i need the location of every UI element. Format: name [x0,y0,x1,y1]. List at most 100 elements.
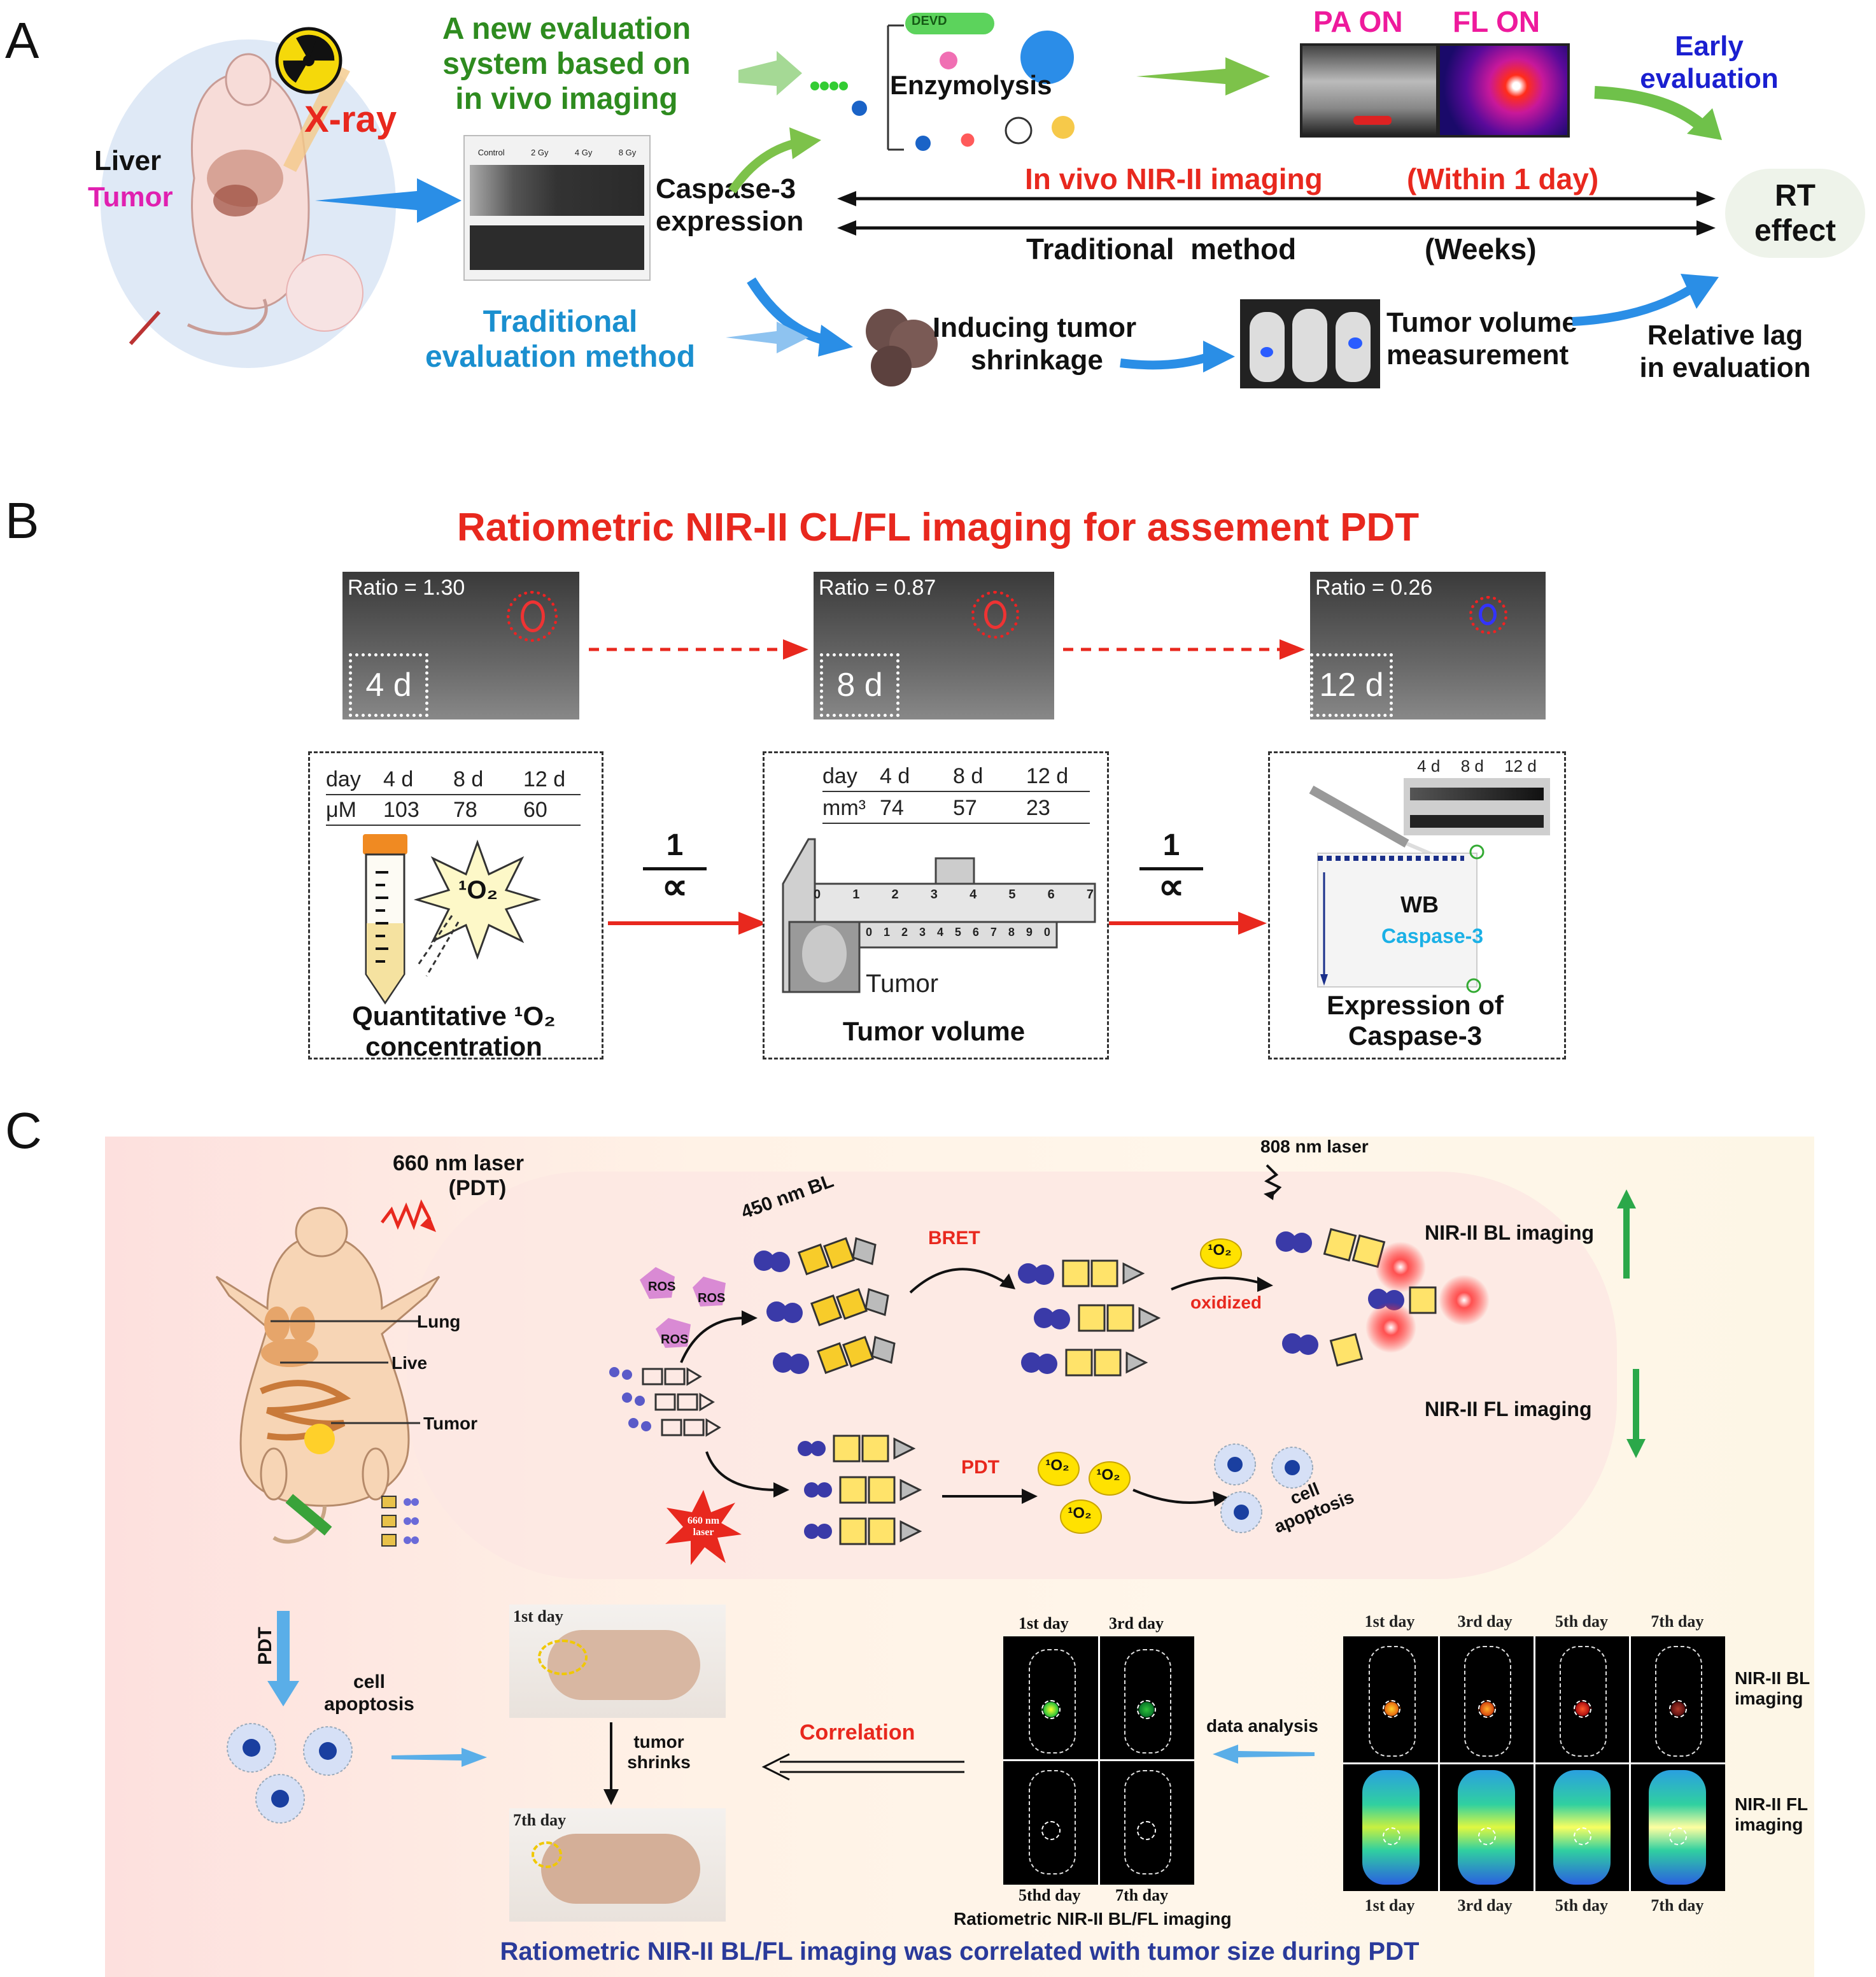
tumor-c-label: Tumor [423,1414,478,1433]
caliper-bottom-0: 0 [866,926,873,939]
nir-imaging-label: In vivo NIR-II imaging [1025,162,1323,195]
pa-image [1300,43,1439,138]
fl-image [1437,43,1570,138]
mid-table-row: mm³ 74 57 23 [822,796,1090,821]
left-table-c2: 78 [453,798,477,822]
mid-table-c3: 23 [1026,796,1050,820]
o2-bubble-oxidize [1200,1238,1242,1269]
probe-molecules-small [381,1496,419,1547]
laser-808-label: 808 nm laser [1260,1137,1369,1156]
left-table-h3: 12 d [523,767,566,791]
big-imaging-grid [1343,1636,1725,1891]
caliper-tumor-label: Tumor [866,970,939,998]
big-grid-top-labels: 1st day 3rd day 5th day 7th day [1343,1612,1725,1631]
nir-fl-imaging-label: NIR-II FL imaging [1425,1398,1592,1421]
ratio-image-day4: Ratio = 1.30 4 d [342,572,579,719]
wb-mini-blot [1404,778,1550,835]
pdt-vertical-label: PDT [255,1627,276,1665]
caliper-top-1: 1 [852,888,860,902]
traditional-evaluation-label: Traditional evaluation method [407,304,713,374]
o2-bubble-2 [1089,1461,1131,1496]
wb-caspase-label: Caspase-3 [1381,925,1484,947]
mid-table-h2: 8 d [953,764,984,788]
caliper-bottom-1: 1 [883,926,890,939]
arrow-tumor-shrinks [603,1722,619,1805]
mechanism-cloud [407,1172,1617,1579]
ratio-label-day12: Ratio = 0.26 [1315,576,1433,600]
pipette-gel-illustration [1309,785,1485,993]
left-table-h0: day [326,767,361,791]
wb-label: WB [1400,891,1439,918]
arrow-bl-to-bret [909,1268,1015,1294]
rt-effect-label: RT effect [1725,178,1865,248]
weeks-label: (Weeks) [1425,232,1537,266]
caliper-top-3: 3 [930,888,938,902]
big-grid-bottom-3: 5th day [1555,1896,1608,1915]
pa-on-label: PA ON [1313,5,1403,38]
tumor-volume-label: Tumor volume measurement [1386,307,1577,371]
right-caption-line-1: Expression of [1327,990,1504,1020]
o2-label-3: ¹O₂ [1068,1505,1092,1522]
apoptotic-cells-bottom [227,1723,353,1824]
inducing-line-1: Inducing tumor [933,312,1137,343]
traditional-method-label: Traditional method [1026,232,1297,266]
mouse-photo-day1-label: 1st day [513,1607,563,1626]
panel-letter-c: C [5,1102,42,1159]
left-table-h1: 4 d [383,767,414,791]
caliper-bottom-10: 0 [1043,926,1050,939]
rt-effect-bubble [1725,169,1865,258]
dashed-arrow-8-to-12 [1063,639,1305,660]
wb-lane-4gy: 4 Gy [574,148,593,157]
small-grid-top-1: 1st day [1019,1614,1069,1633]
caliper-top-scale: 0 1 2 3 4 5 6 7 [814,888,1094,902]
arrow-cells-to-mouse [391,1748,487,1767]
left-table-header: day 4 d 8 d 12 d [326,767,581,792]
wb-day-labels: 4 d 8 d 12 d [1407,756,1547,776]
prop-symbol-right: ∝ [1158,866,1185,907]
mouse-xray-illustration [101,39,396,368]
pdt-arrow-label: PDT [961,1457,999,1478]
wb-day-12: 12 d [1504,756,1537,776]
liver-label: Liver [94,145,162,176]
nir-bl-side-line-1: NIR-II BL [1735,1668,1810,1688]
wb-day-4: 4 d [1417,756,1441,776]
caliper-top-5: 5 [1008,888,1016,902]
early-line-1: Early [1675,31,1744,62]
live-label: Live [391,1353,428,1373]
tumor-shrinks-line-1: tumor [633,1732,684,1752]
pdt-down-arrow [267,1611,299,1706]
nir-fl-side-line-2: imaging [1735,1815,1803,1835]
small-grid-bottom-2: 7th day [1115,1886,1169,1904]
test-tube-icon [363,834,407,1005]
probe-enzymolysis-scheme [738,13,1075,151]
arrow-volume-to-lag [1572,274,1719,326]
up-arrow-green [1617,1189,1636,1279]
bret-probes [1018,1259,1161,1377]
arrow-volume-to-caspase [1108,912,1267,935]
day-label-day8: 8 d [820,653,899,717]
ratio-image-day8: Ratio = 0.87 8 d [814,572,1054,719]
mouse-photo-day1: 1st day [509,1605,726,1718]
mid-table-h0: day [822,764,857,788]
o2-label-1: ¹O₂ [1045,1457,1069,1474]
o2-label-2: ¹O₂ [1096,1466,1120,1484]
apoptotic-cells-top [1214,1443,1313,1533]
prop-symbol-left: ∝ [661,866,688,907]
left-caption-line-2: concentration [365,1031,542,1062]
tumor-shrinks-label: tumor shrinks [617,1732,700,1773]
left-table-row: μM 103 78 60 [326,798,581,823]
traditional-line-1: Traditional [483,305,638,339]
big-grid-bottom-4: 7th day [1651,1896,1704,1915]
ros-label-3: ROS [661,1333,689,1347]
big-grid-top-3: 5th day [1555,1612,1608,1631]
caliper-bottom-4: 4 [936,926,943,939]
arrow-traditional-to-shrinkage [726,322,808,353]
caliper-top-6: 6 [1047,888,1055,902]
new-system-line-1: A new evaluation [442,12,691,46]
laser-660-burst-label: 660 nm laser [668,1515,738,1539]
arrow-green-to-imaging [1136,57,1270,96]
prop-one-left: 1 [666,828,684,862]
relative-lag-line-2: in evaluation [1639,351,1811,383]
tumor-volume-line-1: Tumor volume [1386,307,1577,338]
big-grid-top-1: 1st day [1364,1612,1415,1631]
